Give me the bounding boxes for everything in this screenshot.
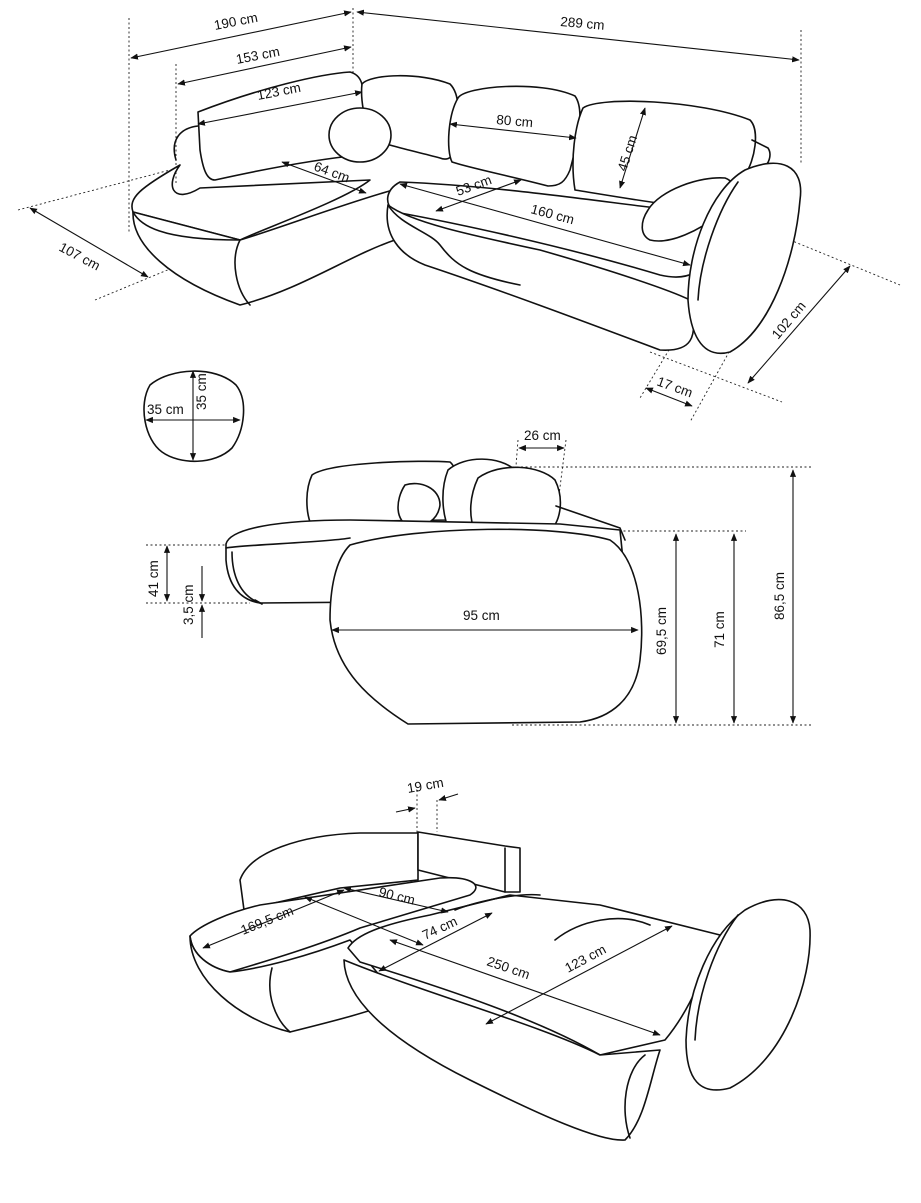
dim-107-label: 107 cm — [57, 239, 103, 273]
corner-sofa-view: 190 cm 289 cm 153 cm 123 cm 80 cm 45 cm … — [17, 8, 901, 423]
dim-86-5-label: 86,5 cm — [772, 572, 787, 620]
dim-80-label: 80 cm — [496, 112, 534, 130]
dim-289-label: 289 cm — [560, 14, 605, 33]
dim-71-label: 71 cm — [712, 611, 727, 648]
pillow-height-label: 35 cm — [194, 373, 209, 410]
side-view: 26 cm 41 cm 3,5 cm 95 cm 69,5 cm 71 cm 8… — [146, 428, 812, 726]
dim-41-label: 41 cm — [146, 560, 161, 597]
dim-3-5-label: 3,5 cm — [181, 584, 196, 625]
pillow-view: 35 cm 35 cm — [143, 370, 245, 463]
dim-190-label: 190 cm — [213, 10, 259, 33]
dim-26-label: 26 cm — [524, 428, 561, 443]
bed-view: 19 cm 169,5 cm 90 cm 74 cm 250 cm 123 cm — [189, 775, 811, 1141]
dim-19-label: 19 cm — [406, 775, 445, 796]
dim-17-label: 17 cm — [655, 374, 695, 401]
dim-69-5-label: 69,5 cm — [654, 607, 669, 655]
dim-95-label: 95 cm — [463, 608, 500, 623]
pillow-width-label: 35 cm — [147, 402, 184, 417]
